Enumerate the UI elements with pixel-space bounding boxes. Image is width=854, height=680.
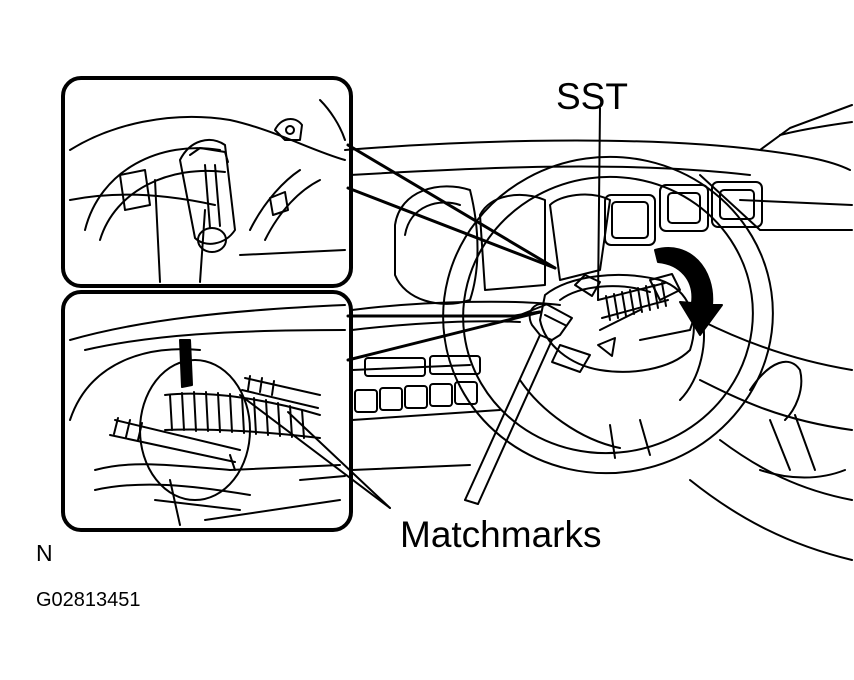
wrench [464,302,573,505]
matchmarks-label: Matchmarks [400,514,602,555]
matchmark-leaders [239,394,391,509]
sst-label: SST [556,76,628,117]
dashboard-linework [344,104,853,561]
sst-tool [597,107,669,321]
view-letter-label: N [36,540,53,566]
detail-inset-bottom [61,290,353,532]
instrument-cluster [394,181,763,305]
detail-inset-top [61,76,353,288]
steering-wheel [442,155,774,475]
callout-top [346,143,557,270]
callout-bottom [346,310,542,362]
steering-column [539,273,701,373]
figure-code-label: G02813451 [36,589,141,611]
rotation-arrow [654,247,723,336]
